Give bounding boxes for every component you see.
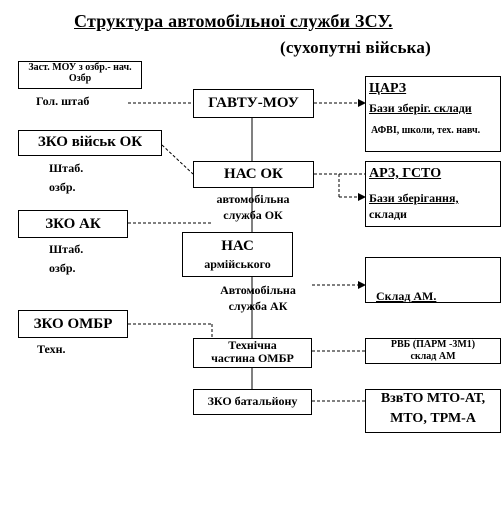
arz-gsto-box [365,161,501,227]
zko-bat-box [193,389,312,415]
gavtu-mou-label: ГАВТУ-МОУ [208,95,299,111]
zko-ak-box [18,210,128,238]
afvi-label: АФВІ, школи, тех. навч. [371,125,481,136]
shtab-ozbr-2-line2: озбр. [49,261,76,275]
rvb-box [365,338,501,364]
tekhn-label: Техн. [37,342,66,356]
vzvto-box [365,389,501,433]
page-subtitle: (сухопутні війська) [280,38,431,57]
arz-gsto-label: АРЗ, ГСТО [369,166,442,181]
nas-ok-box [193,161,314,188]
zko-ak-label: ЗКО АК [45,216,101,232]
gavtu-mou-box [193,89,314,118]
page-title: Структура автомобільної служби ЗСУ. [74,11,393,31]
vzvto-line2: МТО, ТРМ-А [390,411,476,426]
bazy-zberigannya-line2: склади [369,207,407,221]
carz-label: ЦАРЗ [369,81,407,96]
zko-ombr-box [18,310,128,338]
nas-army-line1: НАС [221,238,254,254]
avto-sluzhba-ak-line2: служба АК [228,299,288,313]
shtab-ozbr-1-line1: Штаб. [49,161,84,175]
rvb-line1: РВБ (ПАРМ -3М1) [390,339,476,350]
zast-mou-label: Заст. МОУ з озбр.- нач. Озбр [28,62,132,84]
gol-shtab-label: Гол. штаб [36,94,90,108]
nas-army-box [182,232,293,277]
bazy-zberigannya-line1: Бази зберігання, [369,191,459,205]
rvb-line2: склад АМ [410,351,456,362]
connector-zko-viysk-ok [161,144,194,175]
zko-ombr-label: ЗКО ОМБР [33,316,113,332]
avto-sluzhba-ok-line1: автомобільна [216,192,290,206]
nas-ok-label: НАС ОК [224,166,283,182]
zast-mou-box [18,61,142,89]
tekhnichna-line2: частина ОМБР [211,351,294,365]
zko-viysk-ok-box [18,130,162,156]
tekhnichna-box [193,338,312,368]
tekhnichna-line1: Технічна [228,338,277,352]
vzvto-line1: ВзвТО МТО-АТ, [380,391,486,406]
shtab-ozbr-1-line2: озбр. [49,180,76,194]
carz-box [365,76,501,152]
bazy-zber-label: Бази зберіг. склади [369,101,472,115]
zko-bat-label: ЗКО батальйону [207,394,298,408]
avto-sluzhba-ak-line1: Автомобільна [220,283,296,297]
zko-viysk-ok-label: ЗКО військ ОК [37,134,143,150]
shtab-ozbr-2-line1: Штаб. [49,242,84,256]
nas-army-line2: армійського [204,257,271,271]
avto-sluzhba-ok-line2: служба ОК [223,208,283,222]
sklad-am-box [365,257,501,303]
sklad-am-label: Склад АМ. [376,289,437,303]
